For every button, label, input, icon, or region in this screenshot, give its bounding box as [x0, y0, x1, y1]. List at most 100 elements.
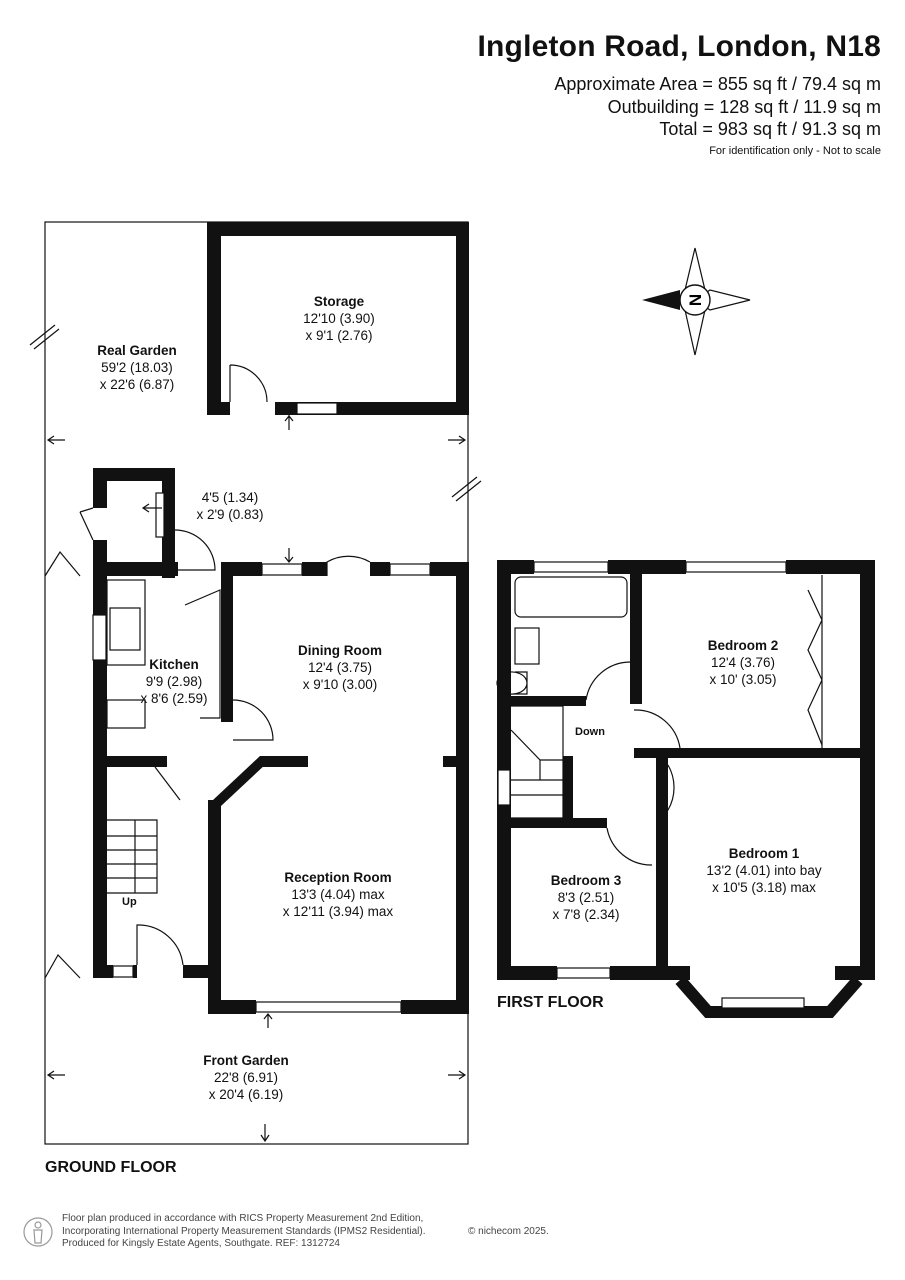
plan-title: Ingleton Road, London, N18 [477, 30, 881, 63]
bedroom3-dim1: 8'3 (2.51) [558, 890, 615, 905]
dining-window-b [389, 563, 431, 576]
kitchen-unit [106, 699, 146, 729]
storage-wall-right [456, 222, 469, 415]
garden-arrow-left [46, 435, 65, 445]
front-garden-arrow-right [448, 1070, 467, 1080]
ff-wall-top-b [608, 560, 686, 574]
bedroom1-door-swing [658, 764, 675, 811]
front-window-small [112, 965, 134, 978]
under-stairs-door [154, 766, 181, 801]
store-dim1: 4'5 (1.34) [202, 490, 259, 505]
front-garden-arrow-left [46, 1070, 65, 1080]
store-window [155, 492, 165, 538]
scale-note: For identification only - Not to scale [709, 145, 881, 157]
kitchen-door-swing [174, 529, 216, 571]
dining-dim2: x 9'10 (3.00) [303, 677, 378, 692]
bedroom3-door-swing [606, 827, 653, 866]
front-wall-b [133, 965, 137, 978]
boundary-break-left [29, 324, 60, 350]
bedroom2-window [685, 561, 787, 573]
front-side-door [44, 954, 81, 979]
footer-text: Floor plan produced in accordance with R… [62, 1213, 426, 1251]
kitchen-worktop [106, 579, 146, 666]
first-stairs [510, 705, 564, 819]
garden-dim1: 59'2 (18.03) [101, 360, 173, 375]
bed1-left-wall [656, 758, 668, 966]
bedroom1-name: Bedroom 1 [729, 846, 800, 861]
storage-wall-top [207, 222, 469, 236]
stairs-down-label: Down [575, 726, 605, 738]
garden-dim2: x 22'6 (6.87) [100, 377, 175, 392]
kitchen-dining-wall [221, 562, 233, 722]
kitchen-name: Kitchen [149, 657, 199, 672]
bay-wall-right [401, 1000, 469, 1014]
storage-wall-bottom-a [207, 402, 230, 415]
compass-ring [679, 284, 711, 316]
front-wall-c [183, 965, 221, 978]
reception-wall-top-b [443, 756, 456, 767]
store-wall-top [93, 468, 175, 481]
storage-wall-left [207, 222, 221, 415]
ground-floor-label: GROUND FLOOR [45, 1159, 177, 1176]
reception-entry-arrow [263, 1013, 273, 1028]
kitchen-window [92, 614, 107, 661]
dining-wall-top-b [302, 562, 327, 576]
ff-wall-bottom-b [610, 966, 690, 980]
reception-wall-top-a [260, 756, 308, 767]
storage-entry-arrow [284, 415, 294, 430]
storage-name: Storage [314, 294, 365, 309]
landing-window [497, 769, 511, 806]
compass-arrow [642, 290, 680, 310]
reception-dim1: 13'3 (4.04) max [291, 887, 385, 902]
bedroom3-name: Bedroom 3 [551, 873, 622, 888]
bathroom-door-swing [585, 661, 631, 701]
stair-wall [563, 756, 573, 818]
bathroom-window [533, 561, 609, 573]
store-arrow [141, 503, 162, 513]
front-garden-dim2: x 20'4 (6.19) [209, 1087, 284, 1102]
front-door-swing [136, 924, 184, 966]
bedroom2-door-swing [633, 709, 681, 749]
dining-entry-arrow [284, 548, 294, 563]
garden-arrow-right [448, 435, 467, 445]
kitchen-wall-top [93, 562, 178, 576]
toilet [496, 671, 528, 695]
store-wall-right [162, 468, 175, 578]
garden-name: Real Garden [97, 343, 177, 358]
kitchen-sink [109, 607, 141, 651]
store-wall-left-top [93, 468, 107, 508]
storage-dim2: x 9'1 (2.76) [305, 328, 372, 343]
ff-wall-top-c [786, 560, 875, 574]
dining-door-swing [232, 699, 274, 741]
storage-window [296, 402, 338, 415]
bedroom2-dim1: 12'4 (3.76) [711, 655, 775, 670]
bay-wall [675, 976, 863, 1018]
boundary-break-right [451, 476, 482, 502]
front-garden-name: Front Garden [203, 1053, 289, 1068]
footer-line-2: Incorporating International Property Mea… [62, 1225, 426, 1237]
outbuilding-area: Outbuilding = 128 sq ft / 11.9 sq m [607, 97, 881, 117]
dining-name: Dining Room [298, 643, 382, 658]
dining-dim1: 12'4 (3.75) [308, 660, 372, 675]
footer-line-3: Produced for Kingsly Estate Agents, Sout… [62, 1238, 340, 1249]
front-wall-a [93, 965, 113, 978]
front-garden-dim1: 22'8 (6.91) [214, 1070, 278, 1085]
kitchen-dim2: x 8'6 (2.59) [140, 691, 207, 706]
dining-window-a [261, 563, 303, 576]
bedroom3-dim2: x 7'8 (2.34) [552, 907, 619, 922]
storage-door-swing [229, 364, 268, 403]
compass: N [642, 247, 751, 356]
bedroom3-window [556, 967, 611, 979]
bedroom2-dim2: x 10' (3.05) [709, 672, 776, 687]
bathtub [514, 576, 628, 618]
store-dim2: x 2'9 (0.83) [196, 507, 263, 522]
front-garden-arrow-bottom [260, 1124, 270, 1143]
first-floor-label: FIRST FLOOR [497, 994, 604, 1011]
approximate-area: Approximate Area = 855 sq ft / 79.4 sq m [554, 74, 881, 94]
store-door-swing [79, 507, 94, 541]
ff-wall-right [860, 560, 875, 980]
bed3-top-wall [511, 818, 607, 828]
bedroom1-dim1: 13'2 (4.01) into bay [706, 863, 821, 878]
bay-window [721, 997, 805, 1009]
